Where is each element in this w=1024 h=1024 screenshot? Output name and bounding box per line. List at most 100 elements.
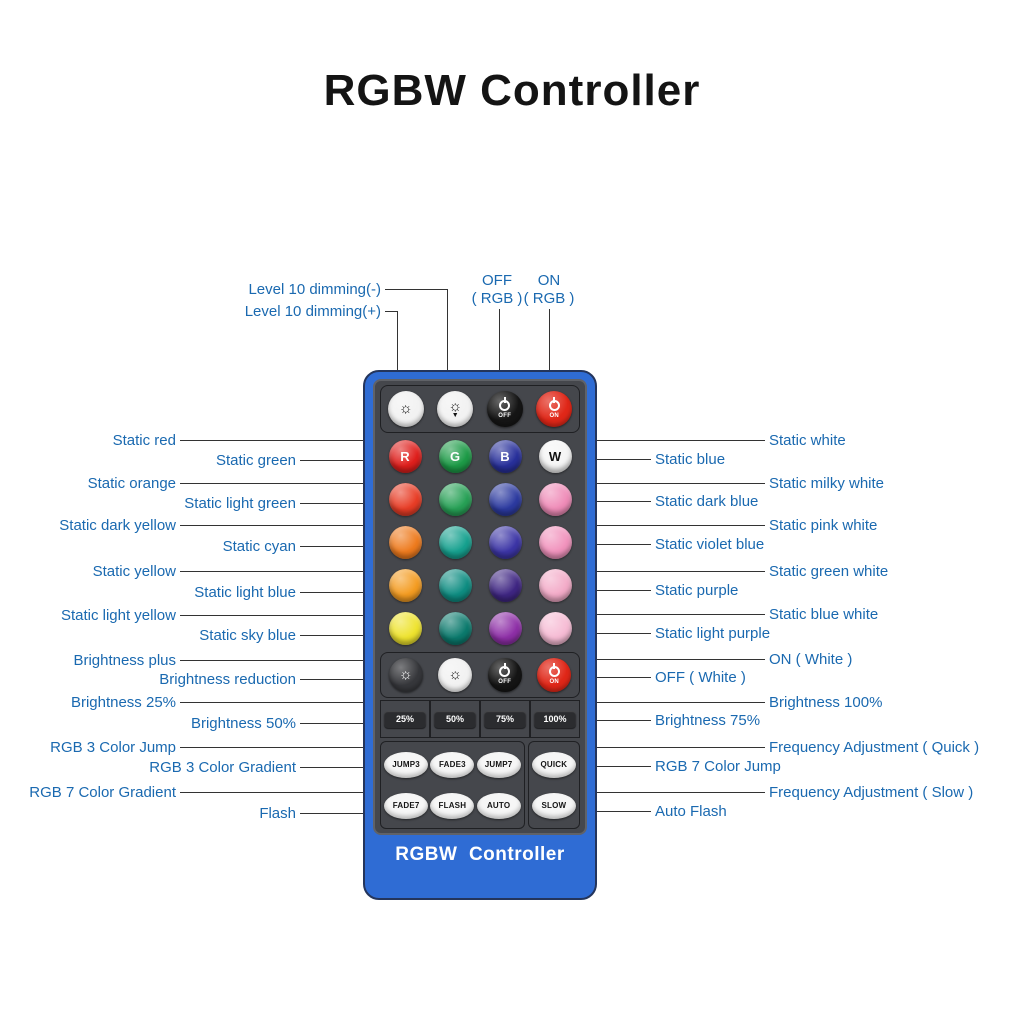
off-rgb-button[interactable]: OFF <box>486 391 523 427</box>
power-label: OFF <box>498 412 512 419</box>
callout-label: Static light yellow <box>60 606 176 624</box>
callout-label: Static red <box>112 431 176 449</box>
percent-cell: 100% <box>530 700 580 738</box>
static-green-button[interactable]: G <box>438 440 472 473</box>
leader-vline <box>549 309 550 370</box>
percent-button-75[interactable]: 75% <box>484 710 526 728</box>
callout-left: RGB 3 Color Jump <box>46 737 373 757</box>
percent-button-100[interactable]: 100% <box>534 710 576 728</box>
callout-right: RGB 7 Color Jump <box>588 756 785 776</box>
leader-line <box>588 482 765 484</box>
static-light-purple-button[interactable] <box>488 612 522 645</box>
remote-brand-label: RGBW Controller <box>395 844 565 865</box>
button-letter: G <box>449 449 461 464</box>
power-label: ON <box>549 412 560 419</box>
button-letter: B <box>500 449 510 464</box>
static-blue-white-button[interactable] <box>538 612 572 645</box>
static-sky-blue-button[interactable] <box>438 612 472 645</box>
static-cyan-button[interactable] <box>438 526 472 559</box>
power-icon <box>548 665 560 677</box>
static-white-button[interactable]: W <box>538 440 572 473</box>
callout-label: Static light purple <box>655 624 771 642</box>
mode-button-auto[interactable]: AUTO <box>476 792 521 819</box>
brightness-plus-button[interactable]: ☼ <box>388 658 423 692</box>
callout-left: RGB 7 Color Gradient <box>25 782 373 802</box>
mode-button-fade3[interactable]: FADE3 <box>430 751 475 778</box>
leader-line <box>180 570 373 572</box>
static-milky-white-button[interactable] <box>538 483 572 516</box>
on-rgb-button[interactable]: ON <box>536 391 573 427</box>
callout-right: Brightness 100% <box>588 692 886 712</box>
static-dark-yellow-button[interactable] <box>388 526 422 559</box>
button-letter: R <box>400 449 410 464</box>
callout-right: Static green white <box>588 561 892 581</box>
leader-line <box>588 589 651 591</box>
callout-label: Static blue white <box>769 605 879 623</box>
static-light-blue-button[interactable] <box>438 569 472 602</box>
callout-left: Flash <box>255 803 373 823</box>
leader-line <box>588 500 651 502</box>
brightness-reduction-button[interactable]: ☼ <box>438 658 473 692</box>
callout-label: Auto Flash <box>655 802 727 820</box>
callout-label: Brightness 50% <box>190 714 296 732</box>
off-white-button[interactable]: OFF <box>487 658 522 692</box>
static-pink-white-button[interactable] <box>538 526 572 559</box>
dim-plus-button[interactable]: ☼ <box>387 391 424 427</box>
callout-left: Static light blue <box>190 582 373 602</box>
mode-button-flash[interactable]: FLASH <box>430 792 475 819</box>
callout-right: Static violet blue <box>588 534 768 554</box>
leader-line <box>385 310 397 312</box>
leader-line <box>588 765 651 767</box>
callout-right: ON ( White ) <box>588 649 856 669</box>
mode-button-jump3[interactable]: JUMP3 <box>384 751 429 778</box>
callout-label: Static blue <box>655 450 726 468</box>
leader-line <box>300 634 373 636</box>
static-purple-button[interactable] <box>488 569 522 602</box>
static-yellow-button[interactable] <box>388 569 422 602</box>
mode-button-slow[interactable]: SLOW <box>531 792 576 819</box>
mode-button-jump7[interactable]: JUMP7 <box>476 751 521 778</box>
leader-line <box>180 659 373 661</box>
leader-line <box>300 545 373 547</box>
leader-line <box>588 719 651 721</box>
arrow-down-icon: ▼ <box>451 411 459 419</box>
callout-label: Static violet blue <box>655 535 765 553</box>
leader-line <box>588 658 765 660</box>
color-row-4 <box>375 564 585 607</box>
static-violet-blue-button[interactable] <box>488 526 522 559</box>
callout-label: Frequency Adjustment ( Quick ) <box>769 738 980 756</box>
mode-button-quick[interactable]: QUICK <box>531 751 576 778</box>
brightness-sun-icon: ☼ <box>448 397 463 415</box>
static-light-yellow-button[interactable] <box>388 612 422 645</box>
static-red-button[interactable]: R <box>388 440 422 473</box>
callout-left: Brightness 50% <box>187 713 373 733</box>
callout-left: Static dark yellow <box>55 515 373 535</box>
static-blue-button[interactable]: B <box>488 440 522 473</box>
percent-button-50[interactable]: 50% <box>434 710 476 728</box>
percent-cell: 75% <box>480 700 530 738</box>
on-white-button[interactable]: ON <box>537 658 572 692</box>
callout-left: Static light yellow <box>57 605 373 625</box>
static-dark-blue-button[interactable] <box>488 483 522 516</box>
leader-line <box>385 288 447 290</box>
callout-label: Brightness plus <box>73 651 176 669</box>
callout-label: Static light green <box>184 494 296 512</box>
static-green-white-button[interactable] <box>538 569 572 602</box>
dim-minus-button[interactable]: ☼▼ <box>437 391 474 427</box>
callout-left: Static cyan <box>219 536 373 556</box>
leader-line <box>588 791 765 793</box>
button-letter: W <box>548 449 562 464</box>
percent-button-25[interactable]: 25% <box>384 710 426 728</box>
leader-line <box>588 439 765 441</box>
static-light-green-button[interactable] <box>438 483 472 516</box>
mode-button-fade7[interactable]: FADE7 <box>384 792 429 819</box>
leader-line <box>588 676 651 678</box>
callout-left: Static green <box>212 450 373 470</box>
static-orange-button[interactable] <box>388 483 422 516</box>
callout-top-onoff: OFF( RGB ) <box>457 272 537 308</box>
